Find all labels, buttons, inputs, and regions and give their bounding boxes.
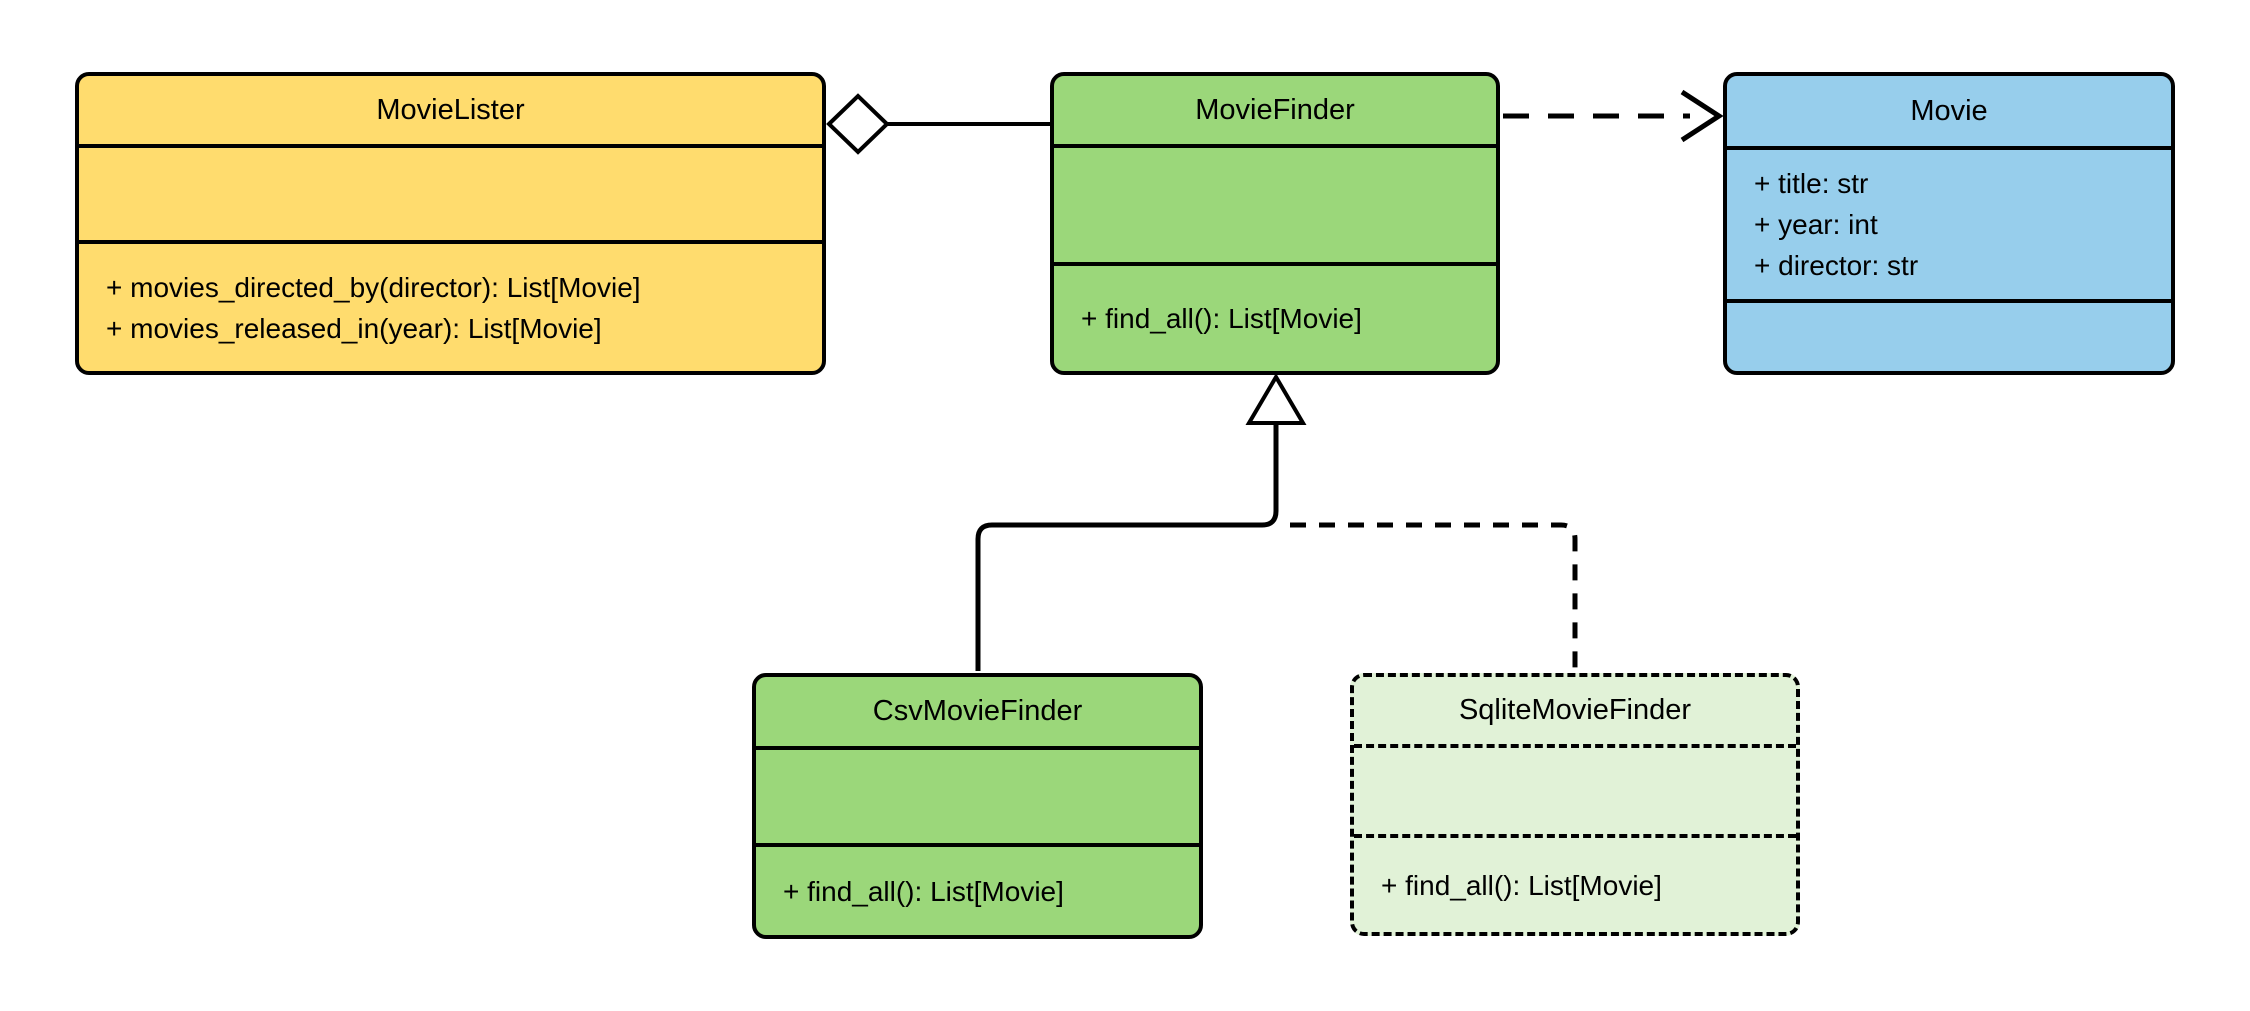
class-sqlitemoviefinder-title: SqliteMovieFinder — [1458, 694, 1692, 726]
method-label: + find_all(): List[Movie] — [1381, 869, 1662, 901]
edge-generalization-csvmoviefinder-moviefinder — [975, 424, 1279, 671]
method-label: + movies_directed_by(director): List[Mov… — [106, 271, 641, 303]
class-csvmoviefinder: CsvMovieFinder + find_all(): List[Movie] — [752, 673, 1203, 939]
method-label: + find_all(): List[Movie] — [783, 875, 1064, 907]
attribute-label: + director: str — [1754, 250, 1919, 281]
class-movielister-title: MovieLister — [376, 93, 525, 126]
class-movielister-attributes — [79, 144, 822, 240]
class-movielister: MovieLister + movies_directed_by(directo… — [75, 72, 826, 375]
class-movie-attributes: + title: str + year: int + director: str — [1727, 146, 2171, 299]
class-csvmoviefinder-title: CsvMovieFinder — [872, 695, 1083, 727]
attribute-label: + year: int — [1754, 209, 1878, 240]
class-moviefinder: MovieFinder + find_all(): List[Movie] — [1050, 72, 1500, 375]
attribute-label: + title: str — [1754, 168, 1869, 199]
hollow-diamond-marker — [826, 93, 890, 155]
class-movielister-methods: + movies_directed_by(director): List[Mov… — [79, 240, 822, 371]
class-moviefinder-attributes — [1054, 144, 1496, 262]
edge-generalization-sqlitemoviefinder-moviefinder — [1290, 522, 1578, 671]
open-arrowhead-marker — [1680, 89, 1724, 143]
class-csvmoviefinder-attributes — [756, 746, 1199, 843]
class-moviefinder-methods: + find_all(): List[Movie] — [1054, 262, 1496, 371]
method-label: + find_all(): List[Movie] — [1081, 303, 1362, 334]
class-sqlitemoviefinder: SqliteMovieFinder + find_all(): List[Mov… — [1350, 673, 1800, 936]
class-sqlitemoviefinder-attributes — [1354, 744, 1796, 834]
class-movie: Movie + title: str + year: int + directo… — [1723, 72, 2175, 375]
hollow-triangle-marker — [1245, 373, 1307, 425]
class-movie-methods — [1727, 299, 2171, 371]
class-moviefinder-title: MovieFinder — [1195, 93, 1355, 126]
class-csvmoviefinder-methods: + find_all(): List[Movie] — [756, 843, 1199, 935]
method-label: + movies_released_in(year): List[Movie] — [106, 312, 602, 344]
class-movie-title: Movie — [1910, 94, 1988, 127]
class-sqlitemoviefinder-methods: + find_all(): List[Movie] — [1354, 834, 1796, 932]
